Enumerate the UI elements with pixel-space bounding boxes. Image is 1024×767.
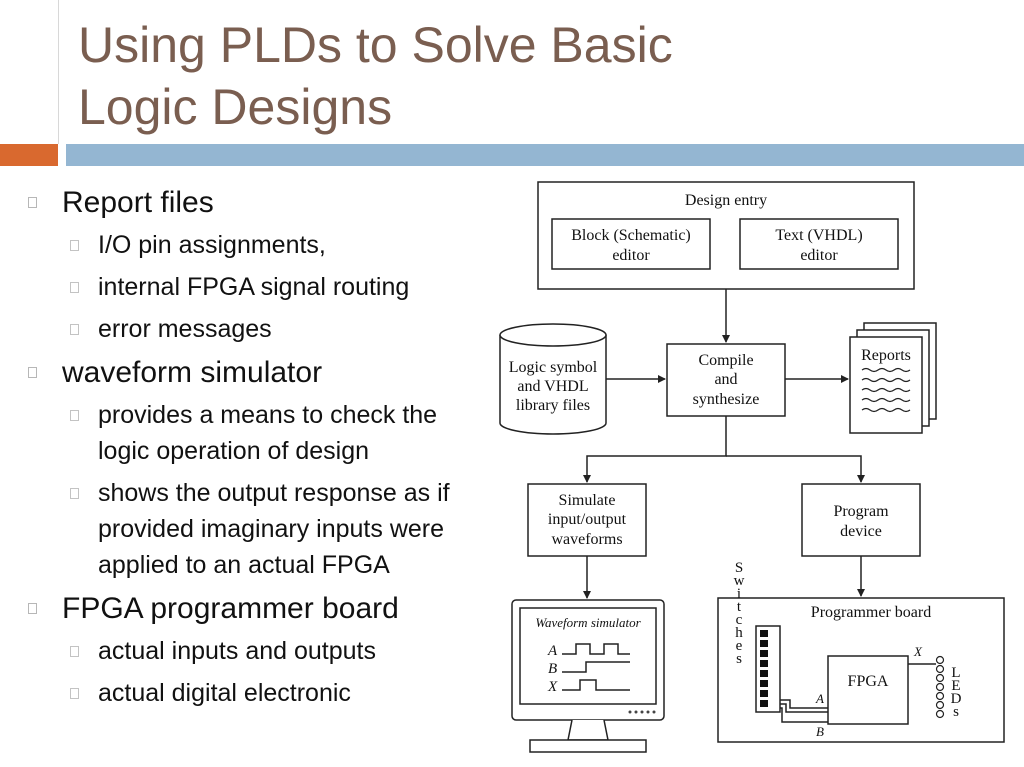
library-cylinder-top (499, 323, 607, 347)
waveform-a (562, 643, 630, 655)
accent-bar-blue (66, 144, 1024, 166)
bullet-box-icon (70, 646, 79, 657)
sub-bullet-io-pins: I/O pin assignments, (0, 227, 490, 263)
label-design-entry: Design entry (685, 192, 767, 209)
waveform-x (562, 679, 630, 691)
sub-bullet-error-messages: error messages (0, 311, 490, 347)
label-library-line1: Logic symbol (509, 359, 598, 376)
bullet-box-icon (70, 324, 79, 335)
label-text-line1: Text (VHDL) (775, 227, 862, 244)
label-reports: Reports (861, 347, 911, 364)
sub-bullet-check-logic: provides a means to check the logic oper… (0, 397, 490, 469)
sub-bullet-actual-electronic: actual digital electronic (0, 675, 490, 711)
block-editor-box (551, 218, 711, 270)
bullet-programmer-board: FPGA programmer board (0, 589, 490, 629)
arrow-compile-to-program (726, 455, 865, 483)
label-compile-line1: Compile (698, 352, 753, 369)
fpga-chip (827, 655, 909, 725)
label-fpga: FPGA (848, 673, 889, 690)
bullet-box-icon (28, 197, 37, 208)
label-library-line3: library files (516, 397, 590, 414)
label-program-line2: device (840, 523, 882, 540)
switch-rows (760, 630, 768, 707)
label-signal-b: B (548, 661, 557, 677)
led-column (935, 655, 945, 719)
label-waveform-title: Waveform simulator (535, 615, 641, 630)
bullet-box-icon (70, 240, 79, 251)
accent-bar-orange (0, 144, 58, 166)
wire-a (780, 699, 828, 709)
label-pin-x: X (913, 644, 923, 659)
library-cylinder (499, 335, 607, 435)
sub-bullet-output-response: shows the output response as if provided… (0, 475, 490, 583)
label-board-title: Programmer board (811, 604, 931, 621)
label-pin-b: B (816, 724, 824, 739)
label-program-line1: Program (833, 503, 889, 520)
arrow-compile-to-simulate (583, 416, 727, 483)
label-compile-line3: synthesize (693, 391, 760, 408)
design-flow-diagram: Design entry Block (Schematic) editor Te… (499, 181, 1005, 753)
label-simulate-line3: waveforms (551, 531, 622, 548)
label-signal-a: A (547, 643, 558, 659)
simulate-box (527, 483, 647, 557)
reports-lines (861, 367, 911, 413)
label-pin-a: A (815, 691, 824, 706)
waveform-b (562, 661, 630, 673)
slide-title: Using PLDs to Solve Basic Logic Designs (78, 14, 978, 138)
compile-box (666, 343, 786, 417)
title-line-2: Logic Designs (78, 79, 393, 135)
bullet-list: Report files I/O pin assignments, intern… (0, 183, 490, 717)
label-block-line2: editor (612, 247, 650, 264)
title-divider (58, 0, 59, 144)
bullet-box-icon (70, 282, 79, 293)
wire-b (780, 707, 828, 723)
label-switches: Switches (731, 560, 747, 664)
text-editor-box (739, 218, 899, 270)
label-text-line2: editor (800, 247, 838, 264)
label-simulate-line2: input/output (548, 511, 627, 528)
bullet-box-icon (70, 410, 79, 421)
label-library-line2: and VHDL (517, 378, 588, 395)
monitor-stand (567, 719, 609, 741)
bullet-box-icon (70, 688, 79, 699)
label-compile-line2: and (714, 371, 737, 388)
reports-page-front (849, 336, 923, 434)
label-leds: LEDs (948, 665, 964, 717)
monitor-screen (519, 607, 657, 705)
sub-bullet-signal-routing: internal FPGA signal routing (0, 269, 490, 305)
bullet-box-icon (28, 367, 37, 378)
bullet-waveform-simulator: waveform simulator (0, 353, 490, 393)
label-block-line1: Block (Schematic) (571, 227, 691, 244)
bullet-report-files: Report files (0, 183, 490, 223)
bullet-box-icon (28, 603, 37, 614)
monitor-buttons (628, 710, 656, 714)
title-line-1: Using PLDs to Solve Basic (78, 17, 673, 73)
label-simulate-line1: Simulate (559, 492, 616, 509)
sub-bullet-actual-io: actual inputs and outputs (0, 633, 490, 669)
program-box (801, 483, 921, 557)
label-signal-x: X (547, 679, 558, 695)
bullet-box-icon (70, 488, 79, 499)
wire-a-2 (780, 703, 828, 713)
monitor-base (529, 739, 647, 753)
switch-bank (755, 625, 781, 713)
